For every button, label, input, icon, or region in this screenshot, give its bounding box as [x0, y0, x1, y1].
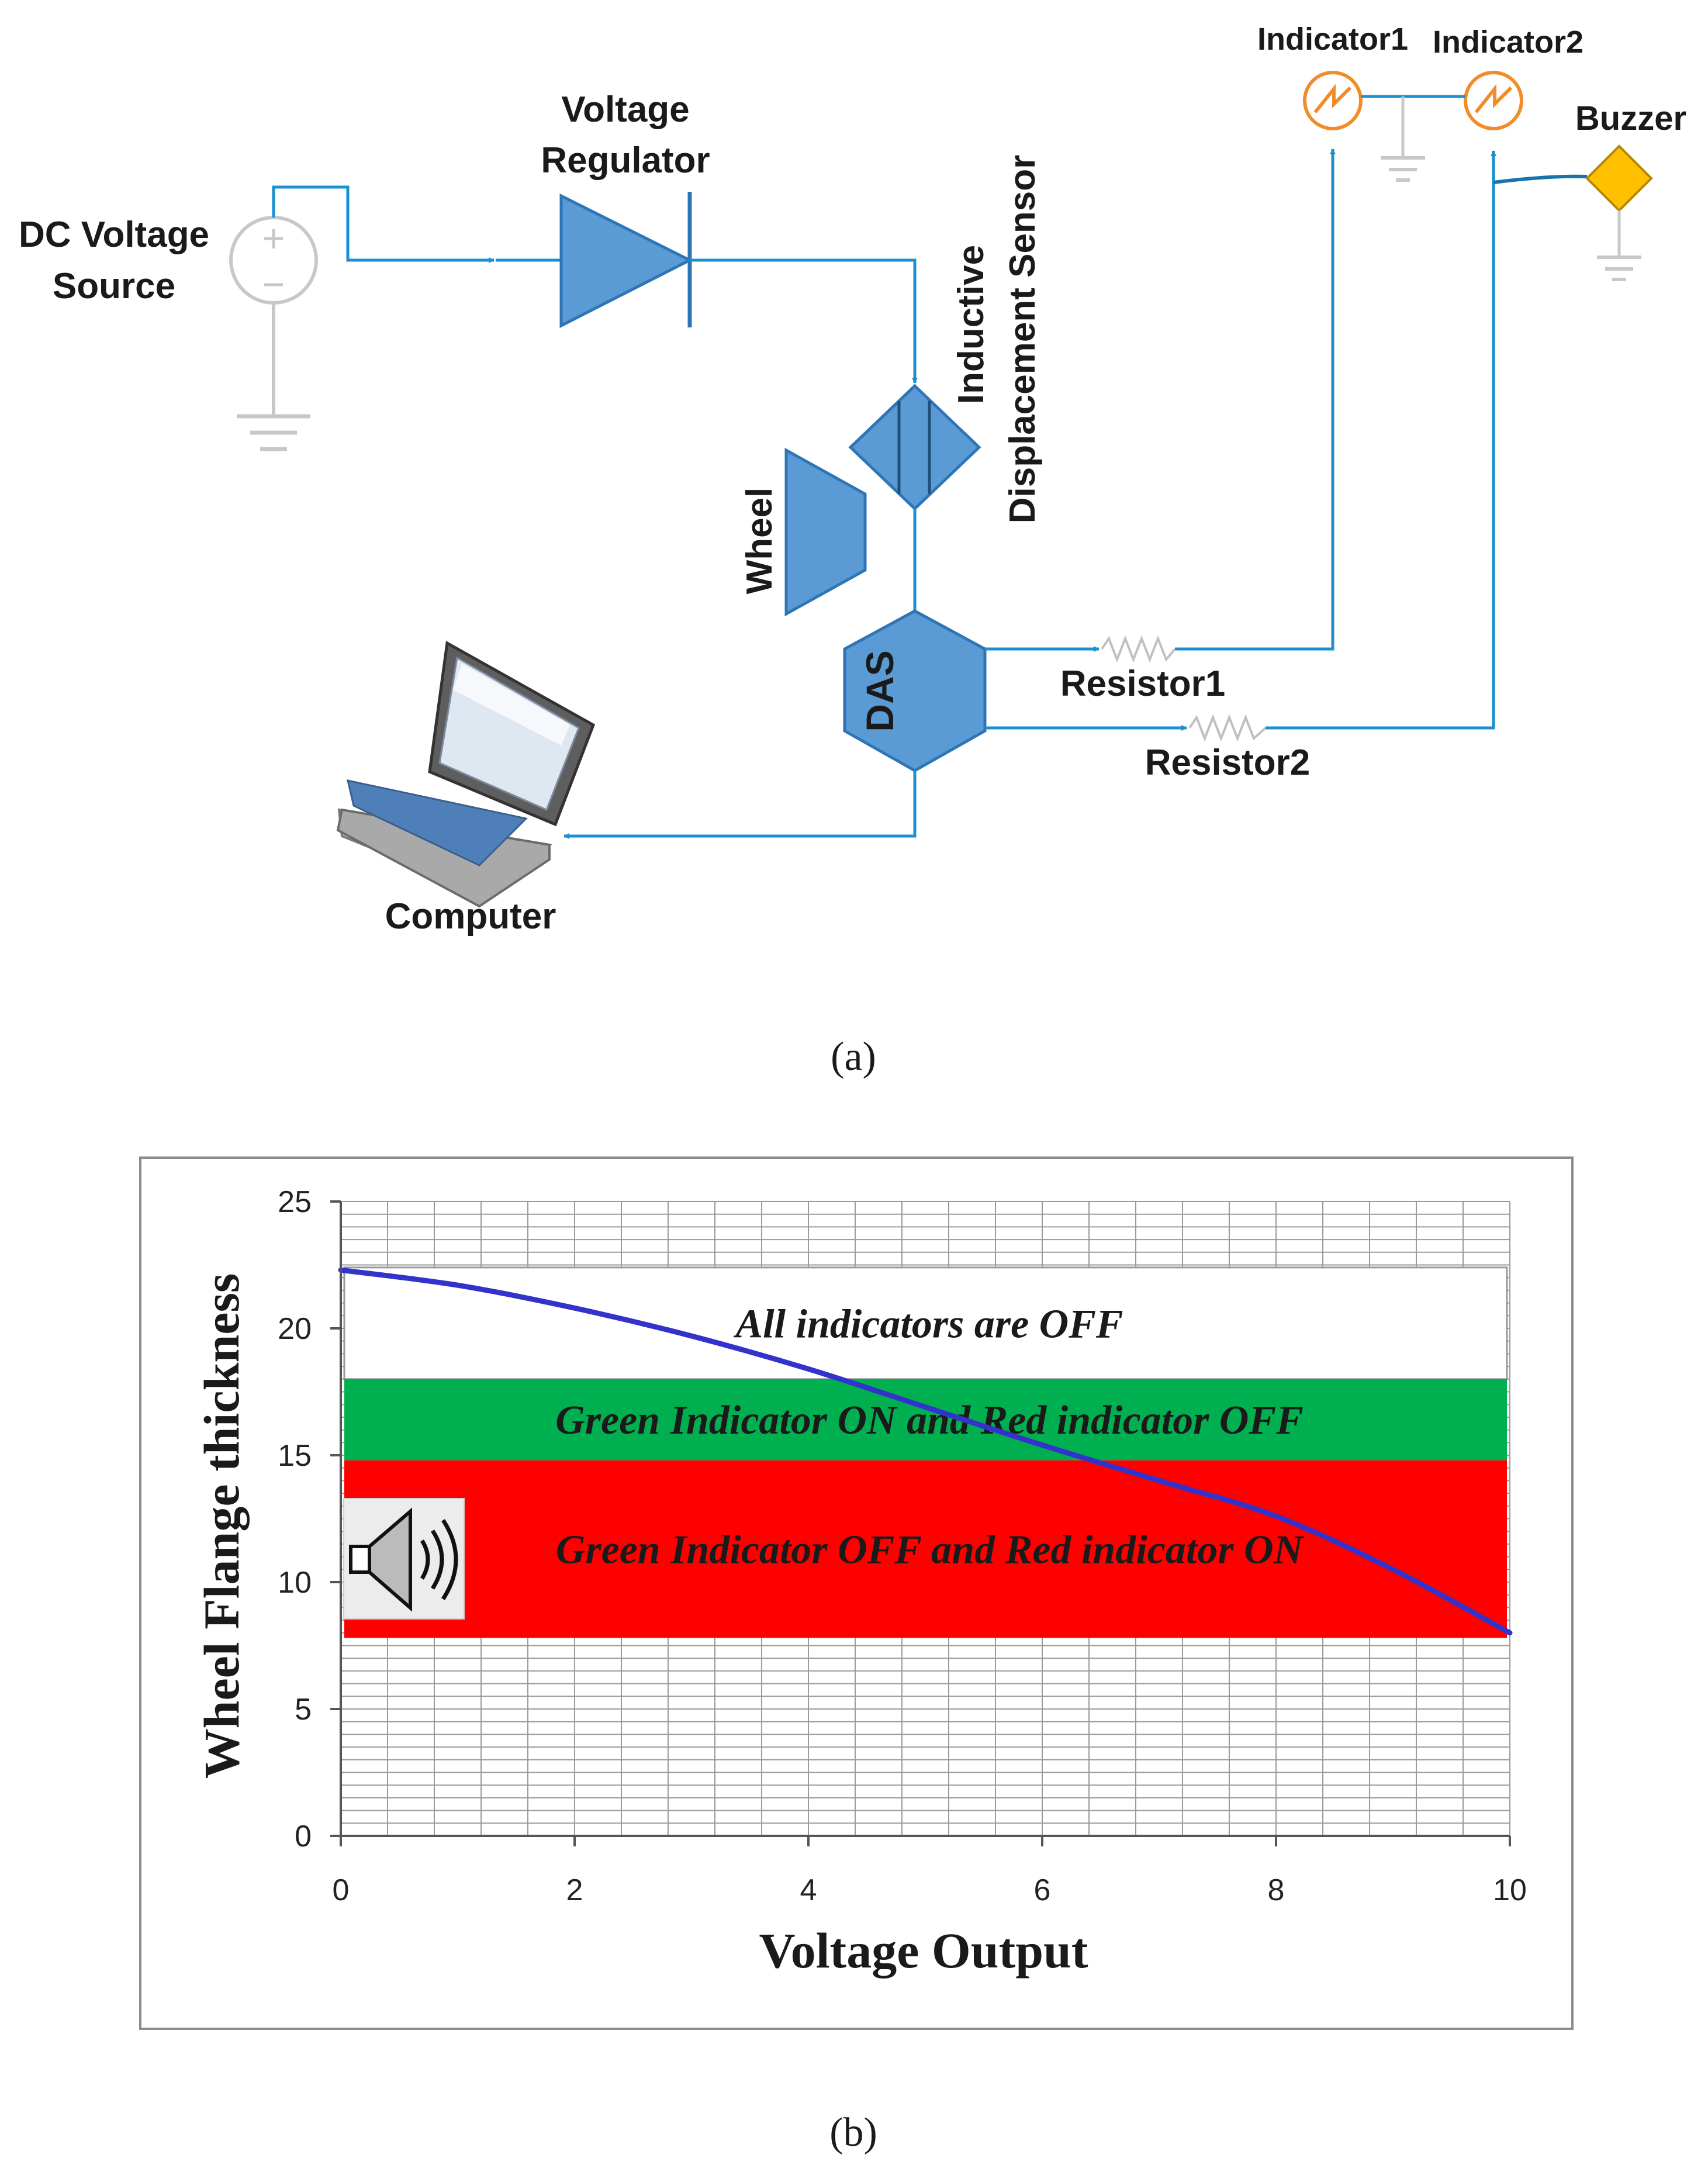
y-axis-label: Wheel Flange thickness — [193, 1273, 250, 1779]
laptop-icon — [336, 641, 596, 908]
wire-resistor2-indicator2 — [1266, 150, 1496, 730]
caption-b: (b) — [829, 2110, 877, 2155]
indicator2-icon — [1464, 71, 1523, 130]
das-label: DAS — [858, 650, 901, 731]
caption-a: (a) — [831, 1034, 876, 1079]
y-tick-label: 0 — [295, 1820, 312, 1853]
x-tick-label: 0 — [333, 1873, 350, 1907]
y-tick-label: 5 — [295, 1693, 312, 1727]
y-tick-label: 25 — [278, 1185, 312, 1219]
dc-source-label-line2: Source — [53, 266, 175, 306]
indicator1-label: Indicator1 — [1257, 22, 1408, 57]
band-region — [343, 1266, 1508, 1380]
chart: All indicators are OFF Green Indicator ON… — [139, 1156, 1574, 2030]
buzzer-icon — [1585, 144, 1653, 256]
x-tick-label: 6 — [1034, 1873, 1051, 1907]
wire-source-regulator — [272, 185, 495, 263]
resistor1-icon — [1101, 635, 1176, 663]
x-axis-label: Voltage Output — [759, 1922, 1088, 1979]
x-tick-label: 10 — [1493, 1873, 1527, 1907]
wire-regulator-sensor — [690, 258, 918, 384]
ground-icon — [237, 414, 310, 451]
sensor-label-line2: Displacement Sensor — [1002, 155, 1043, 524]
speaker-icon — [343, 1498, 465, 1620]
chart-marks — [338, 1267, 1513, 1636]
wheel-icon — [784, 447, 867, 617]
band-region — [344, 1460, 1507, 1638]
x-tick-label: 2 — [566, 1873, 583, 1907]
computer-label: Computer — [385, 896, 556, 937]
band-label: Green Indicator OFF and Red indicator ON — [556, 1528, 1305, 1573]
regulator-label: Voltage — [561, 89, 689, 130]
wire-das-computer — [563, 771, 917, 839]
indicator2-label: Indicator2 — [1433, 25, 1583, 60]
band-label: All indicators are OFF — [733, 1301, 1123, 1347]
y-tick-label: 15 — [278, 1439, 312, 1473]
ground-icon — [1597, 256, 1641, 281]
circuit-diagram: DC Voltage Source Voltage Regulator Indu… — [19, 22, 1686, 937]
y-tick-label: 20 — [278, 1312, 312, 1346]
regulator-label-line2: Regulator — [541, 140, 710, 181]
wire-indicator2-buzzer — [1493, 174, 1588, 184]
dc-source-icon — [229, 216, 318, 415]
wire-resistor1-indicator1 — [1175, 149, 1336, 651]
indicator1-icon — [1303, 71, 1363, 130]
wheel-label: Wheel — [739, 488, 780, 595]
band-region — [344, 1379, 1507, 1461]
buzzer-label: Buzzer — [1575, 99, 1686, 137]
band-label: Green Indicator ON and Red indicator OFF — [555, 1398, 1304, 1443]
resistor2-label: Resistor2 — [1145, 743, 1311, 783]
y-tick-label: 10 — [278, 1566, 312, 1600]
resistor1-label: Resistor1 — [1060, 664, 1226, 704]
sensor-label: Inductive — [951, 245, 991, 404]
chart-axes: 0 2 4 6 8 10 0 5 10 15 20 25 — [278, 1185, 1527, 1907]
dc-source-label: DC Voltage — [19, 215, 209, 255]
voltage-regulator-icon — [559, 192, 693, 329]
series-line — [338, 1267, 1513, 1636]
resistor2-icon — [1188, 714, 1267, 742]
ground-icon — [1381, 156, 1425, 182]
x-tick-label: 8 — [1268, 1873, 1285, 1907]
x-tick-label: 4 — [800, 1873, 817, 1907]
chart-bands: All indicators are OFF Green Indicator ON… — [343, 1266, 1508, 1638]
